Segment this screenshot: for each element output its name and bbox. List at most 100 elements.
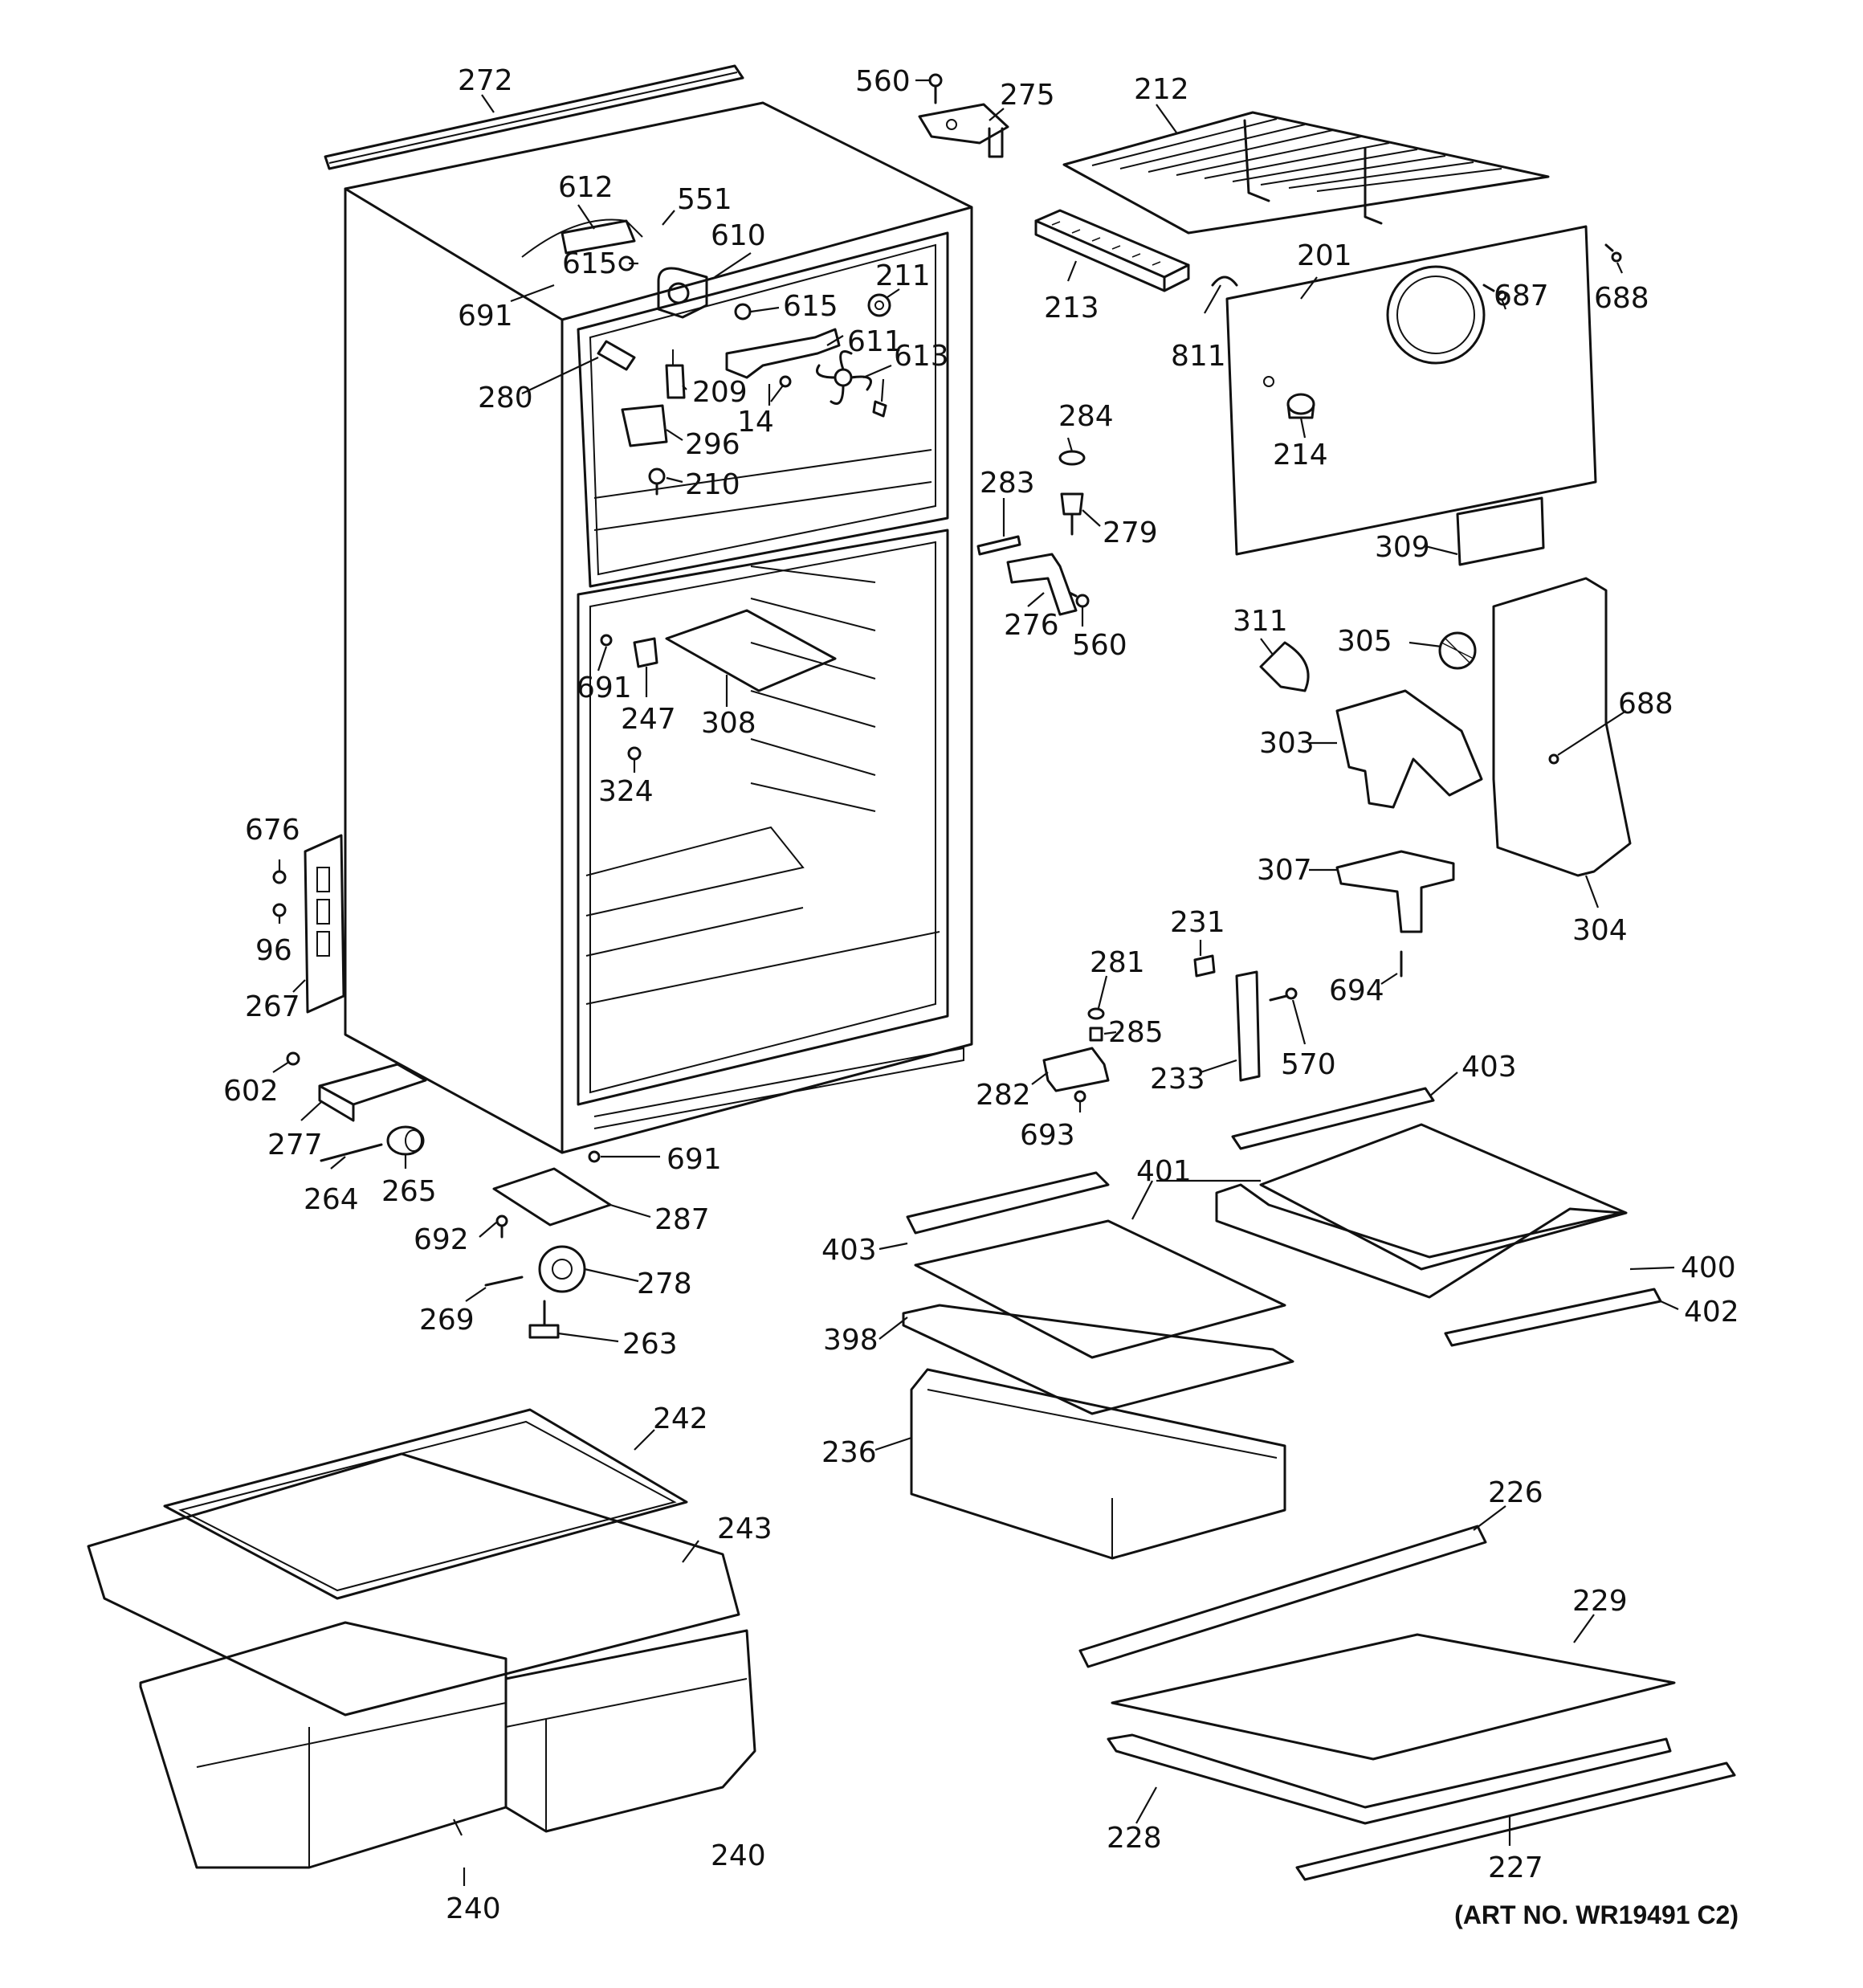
part-560-top-drawing xyxy=(928,73,943,104)
label-276: 276 xyxy=(1004,609,1059,642)
label-403: 403 xyxy=(1461,1051,1517,1084)
label-282: 282 xyxy=(976,1079,1031,1112)
part-688-top-drawing xyxy=(1604,243,1622,263)
label-309: 309 xyxy=(1375,531,1430,564)
part-272-drawing xyxy=(324,64,744,170)
label-691: 691 xyxy=(458,300,513,333)
part-210-drawing xyxy=(648,467,666,496)
part-282-drawing xyxy=(1042,1007,1110,1103)
left-shelf-drawing xyxy=(902,1171,1294,1560)
part-275-drawing xyxy=(918,103,1009,158)
label-304: 304 xyxy=(1572,914,1628,947)
part-611-drawing xyxy=(725,328,841,379)
label-693: 693 xyxy=(1020,1119,1075,1152)
part-14-drawing xyxy=(779,375,792,388)
label-214: 214 xyxy=(1273,439,1328,471)
label-201: 201 xyxy=(1297,239,1352,272)
part-214-drawing xyxy=(1286,393,1315,419)
label-692: 692 xyxy=(414,1223,469,1256)
part-304-drawing xyxy=(1492,577,1632,877)
label-247: 247 xyxy=(621,703,676,736)
label-283: 283 xyxy=(980,467,1035,500)
part-307-drawing xyxy=(1335,850,1455,933)
part-688-lower-drawing xyxy=(1548,753,1559,765)
label-307: 307 xyxy=(1257,854,1312,887)
label-400: 400 xyxy=(1681,1251,1736,1284)
label-296: 296 xyxy=(685,428,740,461)
label-691: 691 xyxy=(667,1143,722,1176)
part-283-drawing xyxy=(976,535,1021,556)
label-228: 228 xyxy=(1107,1822,1162,1855)
label-209: 209 xyxy=(692,376,748,409)
part-278-269-263-drawing xyxy=(484,1245,586,1339)
label-308: 308 xyxy=(701,707,756,740)
label-14: 14 xyxy=(737,406,774,439)
part-276-drawing xyxy=(1006,553,1078,616)
label-229: 229 xyxy=(1572,1585,1628,1618)
label-694: 694 xyxy=(1329,974,1384,1007)
part-303-drawing xyxy=(1335,689,1483,809)
label-243: 243 xyxy=(717,1512,773,1545)
label-267: 267 xyxy=(245,990,300,1023)
label-280: 280 xyxy=(478,382,533,414)
part-284-279-drawing xyxy=(1058,450,1086,536)
part-305-drawing xyxy=(1438,631,1477,670)
label-240: 240 xyxy=(446,1892,501,1925)
label-613: 613 xyxy=(894,340,949,373)
label-272: 272 xyxy=(458,64,513,97)
part-613-drawing xyxy=(816,350,887,418)
label-275: 275 xyxy=(1000,79,1055,112)
label-687: 687 xyxy=(1494,280,1549,312)
label-311: 311 xyxy=(1233,605,1288,638)
label-691: 691 xyxy=(577,672,632,704)
label-324: 324 xyxy=(598,775,654,808)
label-305: 305 xyxy=(1337,625,1392,658)
label-570: 570 xyxy=(1281,1048,1336,1081)
part-211-drawing xyxy=(867,293,891,317)
label-211: 211 xyxy=(875,259,931,292)
interior-parts-drawing xyxy=(600,609,837,761)
label-233: 233 xyxy=(1150,1063,1205,1096)
label-688: 688 xyxy=(1594,282,1649,315)
label-279: 279 xyxy=(1103,516,1158,549)
label-676: 676 xyxy=(245,814,300,847)
label-612: 612 xyxy=(558,171,614,204)
label-401: 401 xyxy=(1136,1155,1192,1188)
label-611: 611 xyxy=(847,325,903,358)
label-287: 287 xyxy=(654,1203,710,1236)
label-285: 285 xyxy=(1108,1016,1164,1049)
part-labels: 272 560 275 212 612 551 610 615 211 213 … xyxy=(223,64,1739,1929)
label-811: 811 xyxy=(1171,340,1226,373)
part-280-drawing xyxy=(597,340,636,371)
label-688: 688 xyxy=(1618,688,1673,720)
label-236: 236 xyxy=(821,1436,877,1469)
label-402: 402 xyxy=(1684,1296,1739,1329)
label-284: 284 xyxy=(1058,400,1114,433)
label-615: 615 xyxy=(562,247,618,280)
label-242: 242 xyxy=(653,1402,708,1435)
label-281: 281 xyxy=(1090,946,1145,979)
part-287-drawing xyxy=(492,1150,612,1239)
part-612-610-drawing xyxy=(521,218,752,320)
label-560: 560 xyxy=(855,65,911,98)
cabinet-drawing xyxy=(344,101,973,1154)
part-213-drawing xyxy=(1034,209,1190,292)
label-227: 227 xyxy=(1488,1851,1543,1884)
label-602: 602 xyxy=(223,1075,279,1108)
part-311-drawing xyxy=(1259,641,1310,692)
bottom-right-shelf-drawing xyxy=(1078,1525,1736,1881)
label-560: 560 xyxy=(1072,629,1127,662)
label-403: 403 xyxy=(821,1234,877,1267)
part-296-drawing xyxy=(621,404,668,447)
part-209-drawing xyxy=(665,349,686,399)
label-610: 610 xyxy=(711,219,766,252)
part-811-drawing xyxy=(1211,276,1238,287)
label-265: 265 xyxy=(381,1175,437,1208)
art-number: (ART NO. WR19491 C2) xyxy=(1454,1900,1739,1929)
label-231: 231 xyxy=(1170,906,1225,939)
label-263: 263 xyxy=(622,1328,678,1361)
part-212-drawing xyxy=(1062,111,1550,235)
label-240: 240 xyxy=(711,1839,766,1872)
leader-lines xyxy=(272,79,1679,1886)
